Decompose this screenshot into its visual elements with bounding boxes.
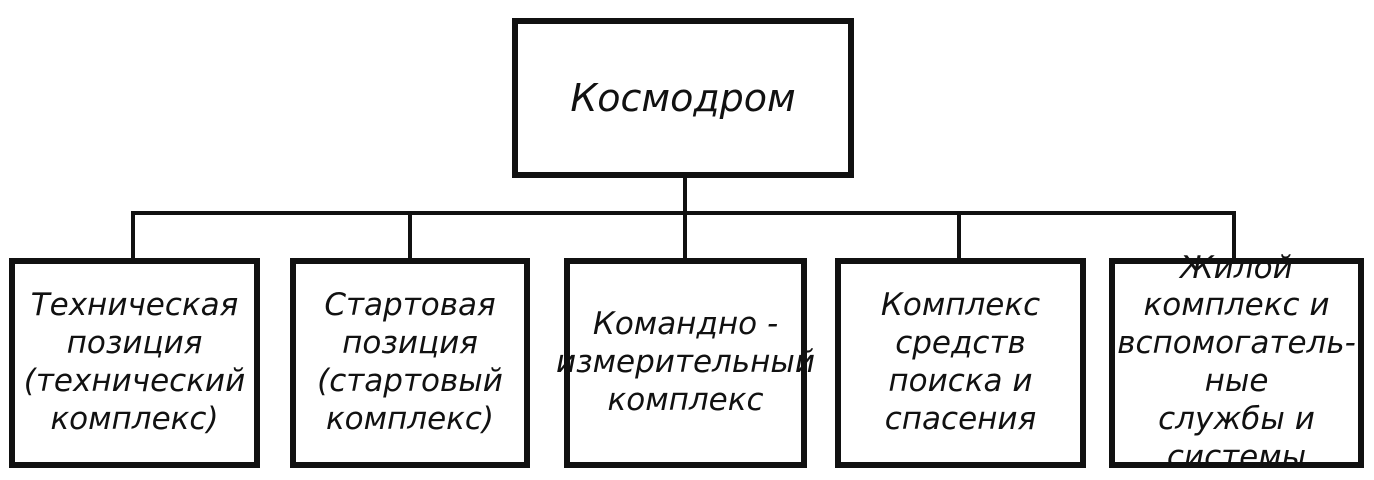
child-connector-line <box>408 211 412 260</box>
child-node-technical-position: Техническая позиция (технический комплек… <box>9 258 260 468</box>
child-node-launch-position: Стартовая позиция (стартовый комплекс) <box>290 258 530 468</box>
child-node-label: Стартовая позиция (стартовый комплекс) <box>317 287 503 437</box>
child-node-label: Командно - измерительный комплекс <box>555 306 816 418</box>
root-connector-line <box>683 176 687 214</box>
child-node-label: Комплекс средств поиска и спасения <box>880 287 1041 437</box>
child-connector-line <box>683 211 687 260</box>
child-node-residential-services: Жилой комплекс и вспомогатель- ные служб… <box>1109 250 1364 475</box>
child-connector-line <box>131 211 135 260</box>
child-connector-line <box>957 211 961 260</box>
child-node-label: Техническая позиция (технический комплек… <box>23 287 246 437</box>
root-node-label: Космодром <box>570 75 796 120</box>
child-node-search-rescue: Комплекс средств поиска и спасения <box>835 258 1086 468</box>
root-node-cosmodrome: Космодром <box>512 18 854 178</box>
child-connector-line <box>1232 211 1236 260</box>
child-node-label: Жилой комплекс и вспомогатель- ные служб… <box>1117 249 1356 475</box>
child-node-command-measurement: Командно - измерительный комплекс <box>556 258 815 468</box>
